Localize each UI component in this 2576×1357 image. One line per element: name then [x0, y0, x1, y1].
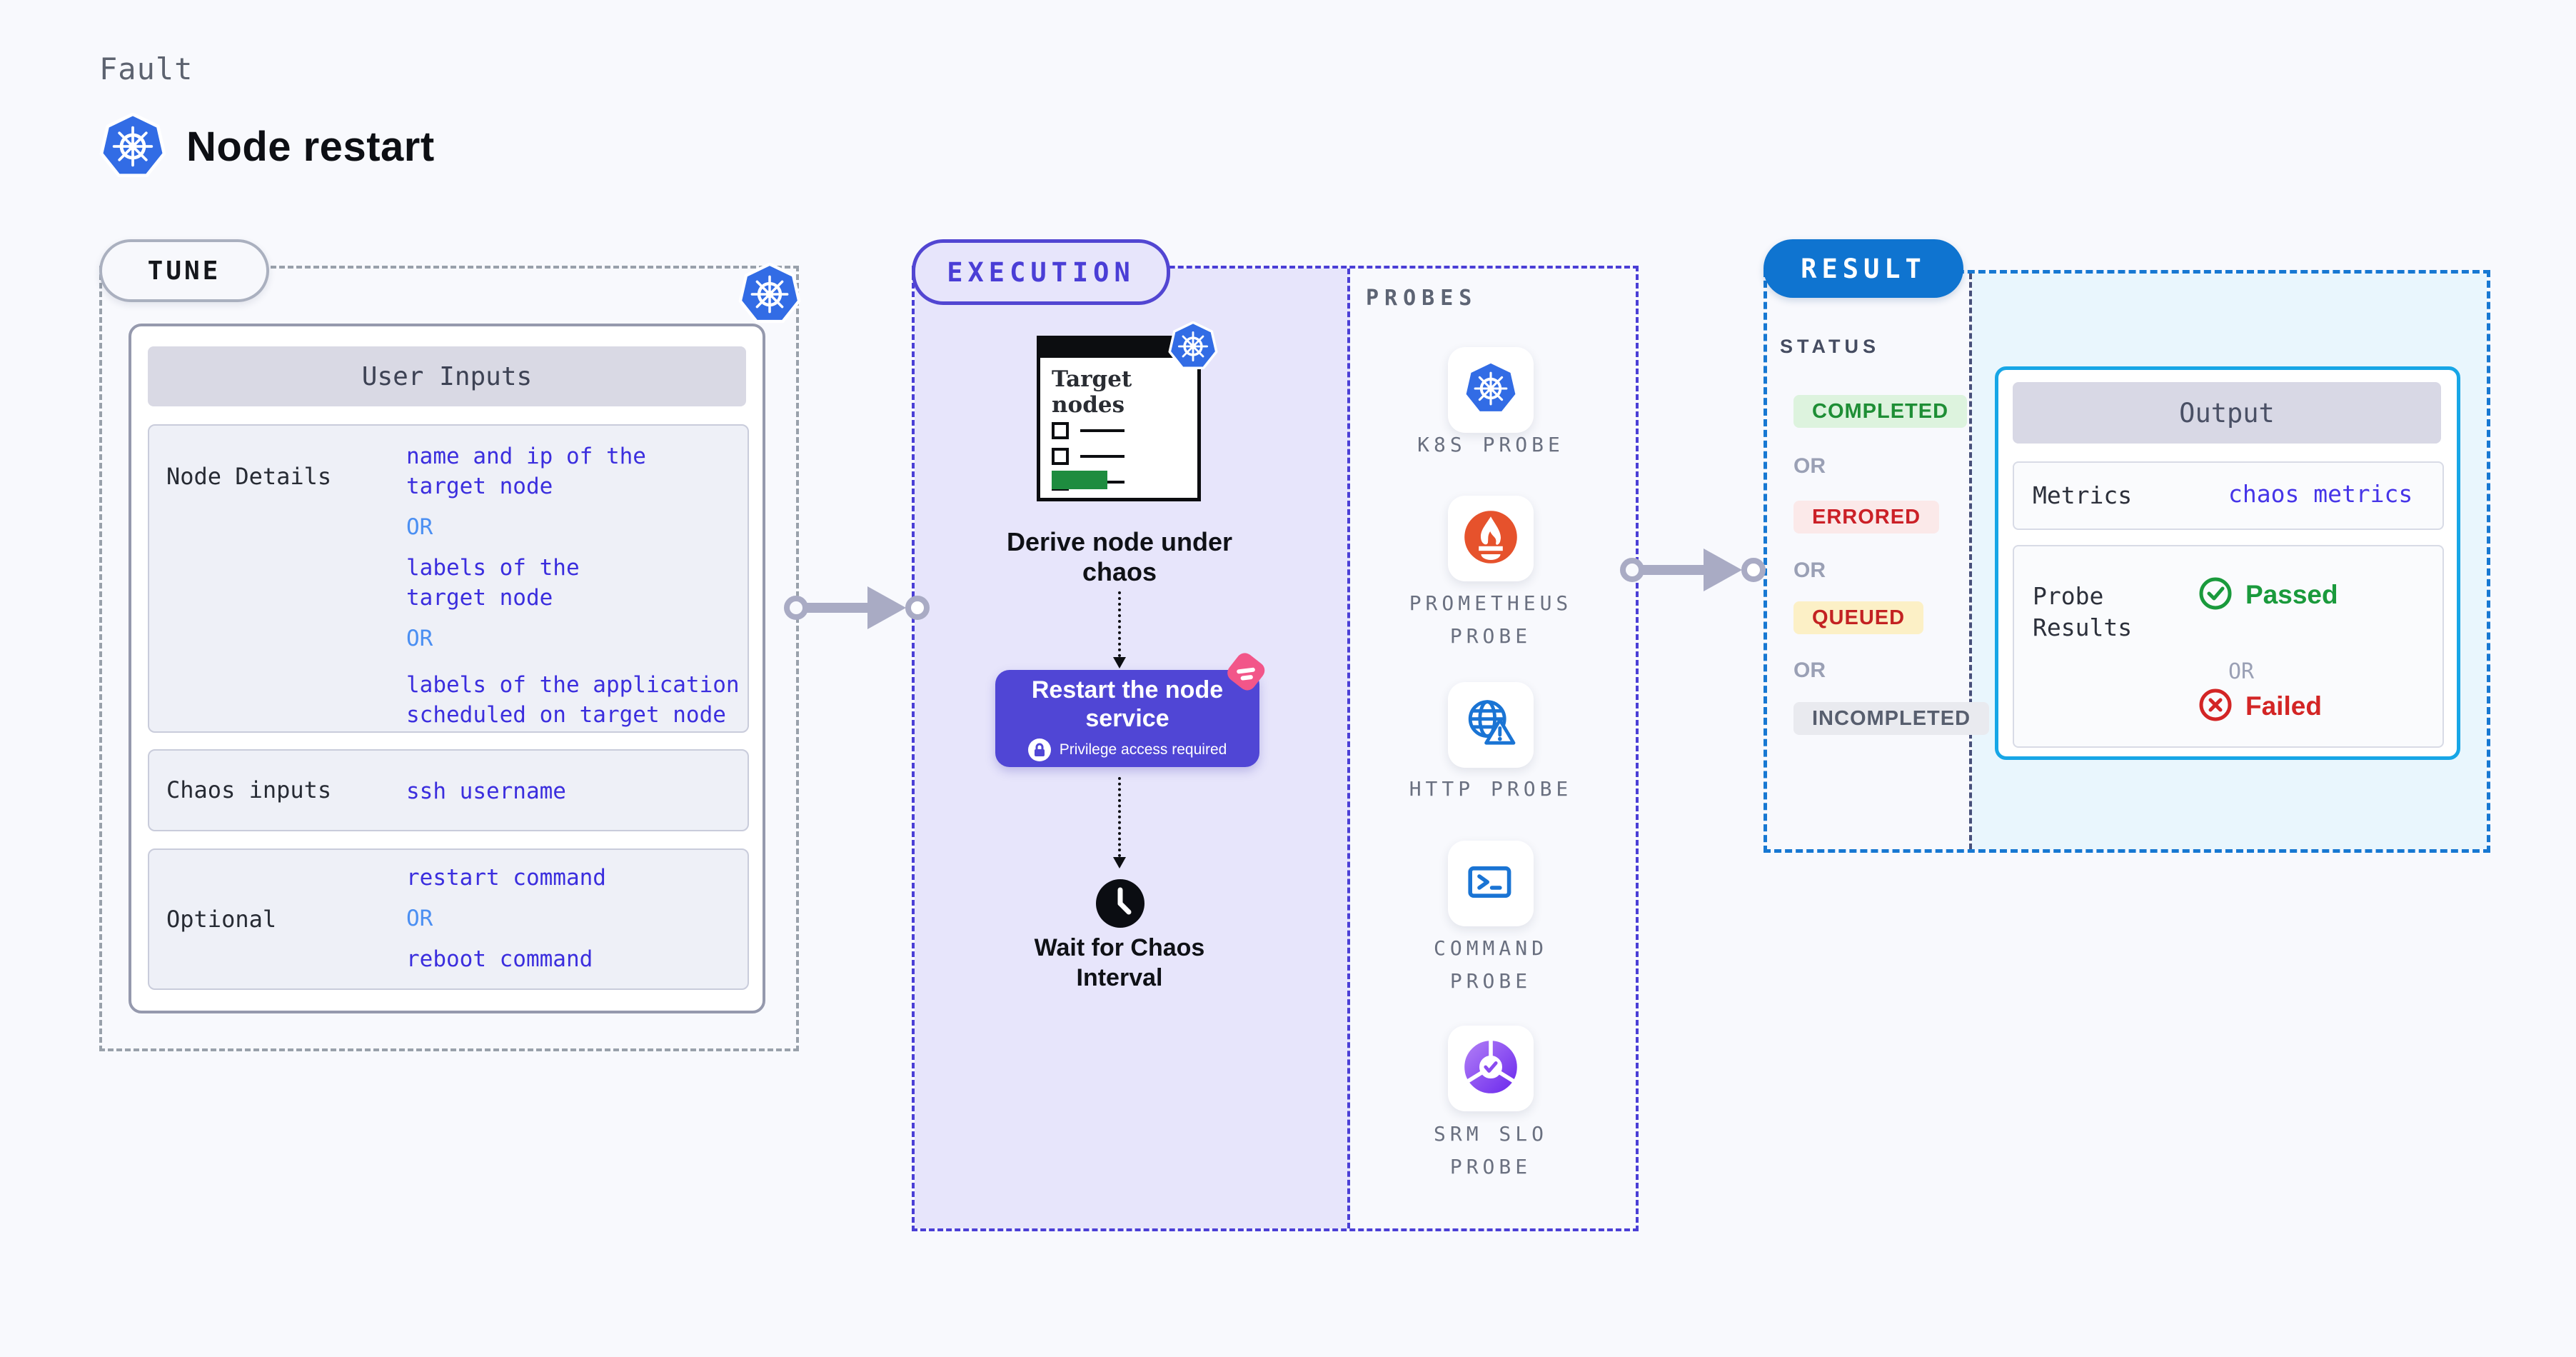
or-separator: OR: [406, 626, 433, 651]
output-card: Output Metrics chaos metrics Probe Resul…: [1995, 366, 2460, 760]
slo-donut-icon: [1462, 1038, 1519, 1098]
checkbox-icon: [1052, 448, 1069, 465]
down-arrow: [1113, 591, 1126, 669]
node-details-row: Node Details name and ip of the target n…: [148, 424, 749, 733]
flow-arrow: [1619, 541, 1769, 601]
or-separator: OR: [406, 906, 433, 931]
status-badge-completed: COMPLETED: [1793, 395, 1968, 428]
k8s-probe-tile: [1448, 347, 1534, 433]
metrics-label: Metrics: [2033, 481, 2133, 509]
clock-icon: [1095, 878, 1145, 931]
kubernetes-icon: [1168, 321, 1218, 374]
probe-label: PROMETHEUS PROBE: [1409, 591, 1573, 648]
x-circle-icon: [2198, 688, 2233, 725]
kubernetes-icon: [1463, 361, 1519, 419]
probe-label: COMMAND PROBE: [1433, 936, 1548, 993]
failed-result: Failed: [2198, 688, 2322, 725]
probe-results-label: Probe Results: [2033, 582, 2133, 641]
http-probe-tile: [1448, 682, 1534, 768]
or-separator: OR: [2228, 659, 2255, 684]
prometheus-icon: [1462, 509, 1519, 569]
node-checkbox-row: [1052, 448, 1125, 465]
flow-arrow: [783, 579, 933, 639]
row-value: reboot command: [406, 946, 593, 972]
result-divider: [1969, 274, 1972, 849]
status-badge-incompleted: INCOMPLETED: [1793, 702, 1990, 735]
row-label: Node Details: [166, 463, 332, 490]
probes-title: PROBES: [1366, 286, 1478, 311]
or-separator: OR: [1793, 559, 1826, 582]
optional-row: Optional restart command OR reboot comma…: [148, 848, 749, 990]
action-title: Restart the node service: [1031, 676, 1224, 732]
user-inputs-title: User Inputs: [148, 346, 746, 406]
lock-icon: [1027, 738, 1051, 761]
row-value: restart command: [406, 865, 606, 891]
status-badge-errored: ERRORED: [1793, 501, 1940, 534]
srm-slo-probe-tile: [1448, 1026, 1534, 1111]
wait-interval-caption: Wait for Chaos Interval: [1034, 934, 1205, 991]
row-value: labels of the application scheduled on t…: [406, 672, 740, 728]
globe-warning-icon: [1462, 695, 1519, 755]
metrics-row: Metrics chaos metrics: [2013, 461, 2444, 530]
line: [1080, 455, 1125, 458]
row-label: Optional: [166, 906, 277, 933]
failed-label: Failed: [2245, 691, 2322, 721]
row-value: name and ip of the target node: [406, 444, 646, 499]
target-nodes-title: Target nodes: [1052, 366, 1132, 418]
status-badge-queued: QUEUED: [1793, 601, 1924, 634]
progress-bar: [1052, 471, 1107, 489]
tune-pill: TUNE: [99, 239, 269, 302]
restart-node-action: Restart the node service Privilege acces…: [995, 670, 1259, 767]
row-value: ssh username: [406, 778, 566, 804]
terminal-icon: [1462, 853, 1519, 913]
kubernetes-icon: [738, 263, 801, 329]
checkbox-icon: [1052, 422, 1069, 439]
kubernetes-icon: [99, 113, 166, 180]
execution-pill: EXECUTION: [912, 239, 1170, 305]
row-label: Chaos inputs: [166, 776, 332, 803]
privilege-note: Privilege access required: [1059, 741, 1227, 758]
line: [1080, 429, 1125, 432]
prometheus-probe-tile: [1448, 496, 1534, 581]
or-separator: OR: [406, 514, 433, 540]
row-value: labels of the target node: [406, 555, 580, 611]
passed-result: Passed: [2198, 576, 2338, 614]
derive-node-caption: Derive node under chaos: [1006, 527, 1233, 586]
result-pill: RESULT: [1764, 239, 1963, 298]
chaos-badge-icon: [1216, 644, 1274, 702]
page-title: Node restart: [186, 123, 435, 170]
command-probe-tile: [1448, 841, 1534, 926]
probe-label: HTTP PROBE: [1409, 777, 1573, 801]
status-title: STATUS: [1780, 336, 1880, 357]
probe-results-row: Probe Results Passed OR F: [2013, 545, 2444, 748]
probe-label: SRM SLO PROBE: [1433, 1122, 1548, 1178]
output-title: Output: [2013, 382, 2441, 444]
check-circle-icon: [2198, 576, 2233, 614]
down-arrow: [1113, 777, 1126, 868]
passed-label: Passed: [2245, 580, 2338, 609]
or-separator: OR: [1793, 659, 1826, 682]
node-checkbox-row: [1052, 422, 1125, 439]
tune-section: [99, 266, 799, 1051]
user-inputs-card: User Inputs Node Details name and ip of …: [129, 324, 765, 1013]
metrics-value: chaos metrics: [2228, 480, 2413, 508]
chaos-inputs-row: Chaos inputs ssh username: [148, 749, 749, 831]
probe-label: K8S PROBE: [1417, 433, 1564, 456]
or-separator: OR: [1793, 454, 1826, 478]
fault-kicker: Fault: [99, 51, 193, 86]
